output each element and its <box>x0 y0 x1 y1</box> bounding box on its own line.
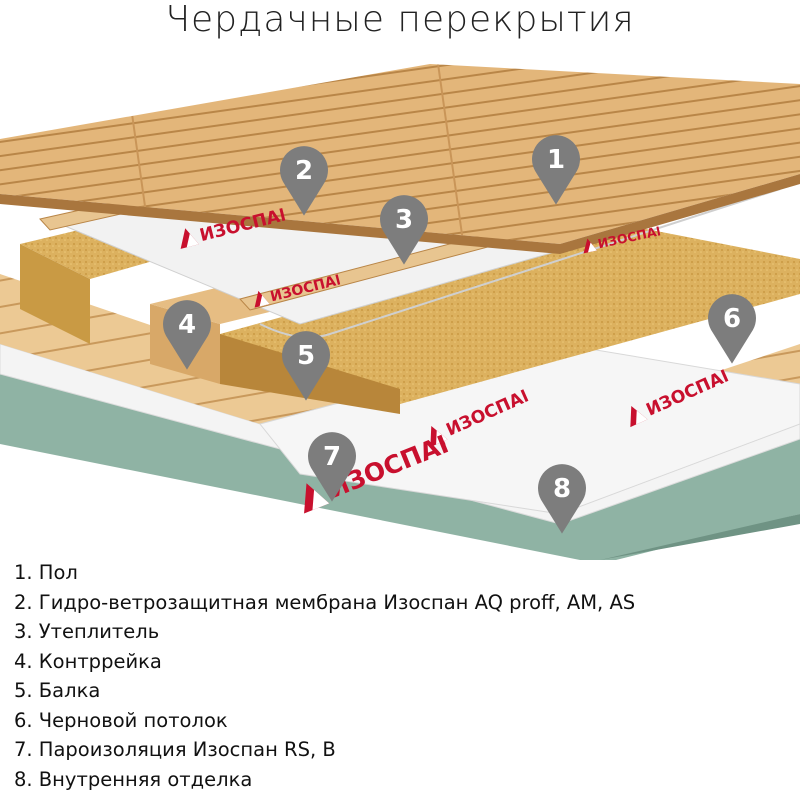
legend-list: 1. Пол 2. Гидро-ветрозащитная мембрана Из… <box>14 558 794 794</box>
marker-number: 5 <box>297 341 315 371</box>
legend-item: 8. Внутренняя отделка <box>14 767 253 791</box>
marker-2-pin: 2 <box>280 146 328 216</box>
marker-number: 8 <box>553 474 571 504</box>
marker-number: 7 <box>323 442 341 472</box>
marker-number: 6 <box>723 304 741 334</box>
marker-pin-shape <box>532 135 580 205</box>
floor-boards <box>0 64 800 244</box>
legend-item: 2. Гидро-ветрозащитная мембрана Изоспан … <box>14 590 636 614</box>
marker-layer: 1 2 3 4 5 6 7 8 <box>163 135 756 534</box>
legend-item: 7. Пароизоляция Изоспан RS, B <box>14 738 336 761</box>
marker-6-pin: 6 <box>708 294 756 364</box>
legend-item: 5. Балка <box>14 679 101 702</box>
legend-item: 3. Утеплитель <box>14 620 160 643</box>
marker-pin-shape <box>538 464 586 534</box>
page-title: Чердачные перекрытия <box>165 0 635 40</box>
legend-item: 4. Контррейка <box>14 649 162 673</box>
marker-pin-shape <box>308 432 356 502</box>
legend-item: 6. Черновой потолок <box>14 708 228 732</box>
marker-4-pin: 4 <box>163 300 212 370</box>
marker-pin-shape <box>163 300 212 370</box>
insulation-slab-left-front <box>20 244 90 344</box>
interior-finish-layer <box>0 374 800 560</box>
marker-3-pin: 3 <box>380 195 428 265</box>
floor-edge <box>0 174 800 254</box>
marker-8-pin: 8 <box>538 464 586 534</box>
marker-7-pin: 7 <box>308 432 356 502</box>
insulation-slab-main <box>220 224 800 404</box>
marker-1-pin: 1 <box>532 135 580 205</box>
marker-pin-shape <box>282 331 331 401</box>
marker-pin-shape <box>380 195 428 265</box>
marker-number: 3 <box>395 205 413 235</box>
marker-pin-shape <box>280 146 328 216</box>
marker-pin-shape <box>708 294 756 364</box>
marker-number: 1 <box>547 145 565 175</box>
marker-5-pin: 5 <box>282 331 331 401</box>
legend-item: 1. Пол <box>14 561 78 584</box>
marker-number: 2 <box>295 156 313 186</box>
marker-number: 4 <box>178 310 196 340</box>
